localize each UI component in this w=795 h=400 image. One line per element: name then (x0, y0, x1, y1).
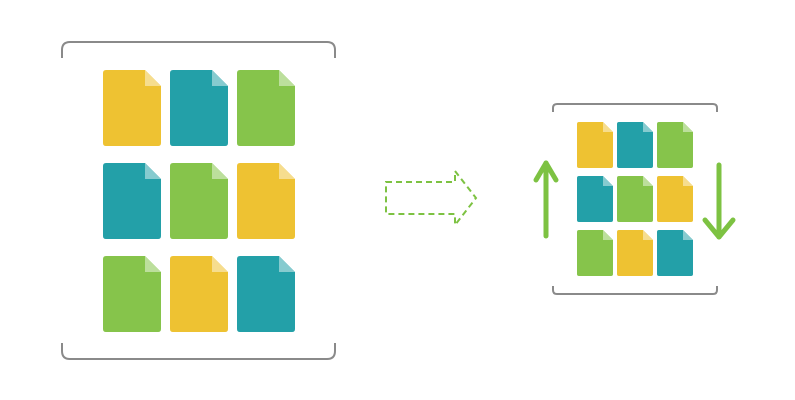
small-file-icon-3-3 (657, 230, 693, 276)
dashed-right-arrow-icon (385, 168, 478, 228)
small-file-icon-3-2 (617, 230, 653, 276)
large-container (61, 41, 336, 360)
large-file-icon-3-3 (237, 256, 295, 332)
small-container-top-bracket (552, 103, 718, 112)
large-file-icon-1-2 (170, 70, 228, 146)
small-file-icon-2-2 (617, 176, 653, 222)
large-file-icon-2-1 (103, 163, 161, 239)
small-container (552, 103, 718, 295)
down-arrow-icon (702, 162, 736, 240)
large-file-icon-2-2 (170, 163, 228, 239)
large-file-grid (103, 70, 295, 332)
small-file-icon-2-1 (577, 176, 613, 222)
small-file-icon-1-2 (617, 122, 653, 168)
large-container-top-bracket (61, 41, 336, 58)
large-file-icon-2-3 (237, 163, 295, 239)
small-file-icon-1-3 (657, 122, 693, 168)
large-container-bottom-bracket (61, 343, 336, 360)
large-file-icon-3-1 (103, 256, 161, 332)
small-container-bottom-bracket (552, 286, 718, 295)
small-file-icon-3-1 (577, 230, 613, 276)
small-file-icon-2-3 (657, 176, 693, 222)
large-file-icon-1-3 (237, 70, 295, 146)
large-file-icon-3-2 (170, 256, 228, 332)
small-file-icon-1-1 (577, 122, 613, 168)
large-file-icon-1-1 (103, 70, 161, 146)
up-arrow-icon (533, 160, 559, 239)
small-file-grid (577, 122, 693, 276)
